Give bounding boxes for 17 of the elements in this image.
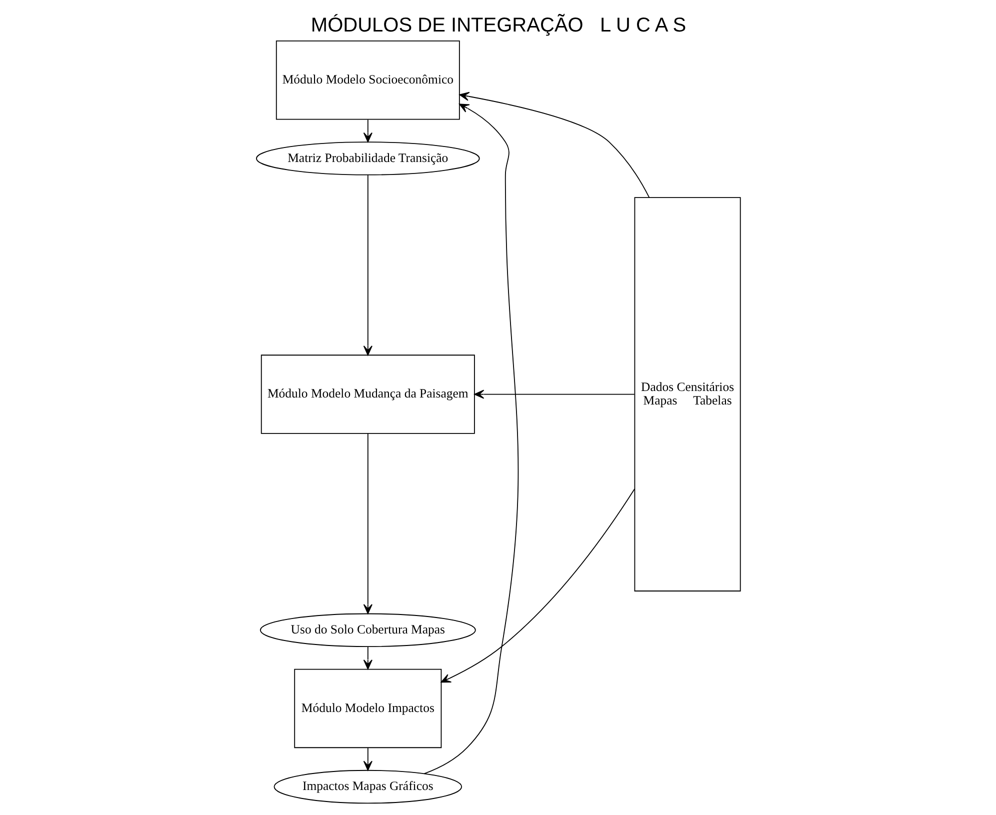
node-ellipse: Matriz Probabilidade Transição [256,142,480,176]
arrow [362,646,372,670]
diagram-title: MÓDULOS DE INTEGRAÇÃO L U C A S [310,14,686,37]
arrow [423,104,518,774]
arrow [362,748,372,771]
arrow [474,390,634,399]
node-box: Módulo Modelo Mudança da Paisagem [260,354,474,434]
arrow [362,174,372,356]
node-ellipse: Impactos Mapas Gráficos [273,770,462,804]
node-box: Módulo Modelo Socioeconômico [275,40,460,120]
arrow [362,433,372,614]
arrow [458,92,650,198]
arrow [440,488,634,683]
node-box: Dados Censitários Mapas Tabelas [634,197,740,592]
node-ellipse: Uso do Solo Cobertura Mapas [259,613,476,647]
arrow [362,119,372,142]
node-box: Módulo Modelo Impactos [294,668,442,748]
